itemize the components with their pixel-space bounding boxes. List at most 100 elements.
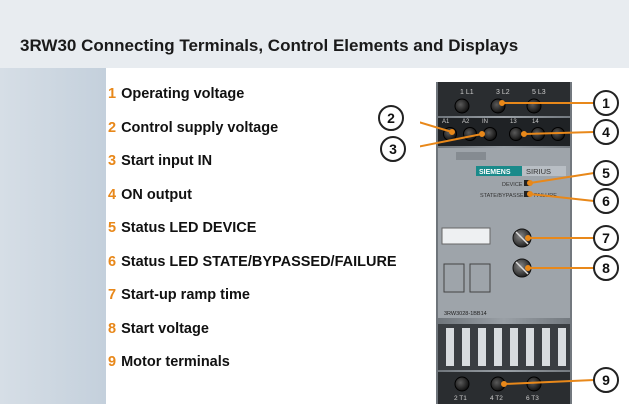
- label-window: [441, 227, 491, 245]
- terminal-label-in: IN: [482, 119, 488, 125]
- legend-number: 9: [108, 354, 117, 370]
- leader-line-5: [529, 172, 595, 184]
- callout-circle-9: [593, 367, 619, 393]
- brand-name: SIEMENS: [479, 169, 511, 176]
- legend-label: Operating voltage: [121, 86, 245, 102]
- legend-label: Control supply voltage: [121, 119, 279, 136]
- device-illustration: 1 L1 3 L2 5 L3 A1 A2 IN 13 1 4 SIEMENS SI…: [404, 68, 629, 404]
- callout-number-3: 3: [389, 141, 397, 157]
- pot-slot: [515, 231, 529, 245]
- callout-number-6: 6: [602, 193, 610, 209]
- led-device-label: DEVICE: [502, 182, 523, 188]
- vent-slot: [542, 328, 550, 366]
- cert-marks: [456, 152, 486, 160]
- vent-slot: [462, 328, 470, 366]
- screw-icon: [463, 127, 477, 141]
- vent-area: [438, 324, 570, 370]
- leader-line-9: [503, 379, 595, 385]
- screw-icon: [526, 376, 542, 392]
- callout-circle-6: [593, 188, 619, 214]
- page-title: 3RW30 Connecting Terminals, Control Elem…: [20, 36, 519, 55]
- callout-circle-5: [593, 160, 619, 186]
- vent-slot: [494, 328, 502, 366]
- legend-label: Motor terminals: [121, 354, 230, 370]
- legend-label: Start-up ramp time: [121, 287, 250, 303]
- pot-slot: [515, 261, 529, 275]
- legend-number: 2: [108, 119, 117, 136]
- screw-icon: [454, 376, 470, 392]
- brand-badge: [476, 166, 522, 176]
- callout-circle-4: [593, 119, 619, 145]
- soft-starter-svg: 1 L1 3 L2 5 L3 A1 A2 IN 13 1 4 SIEMENS SI…: [404, 82, 619, 404]
- callout-number-8: 8: [602, 260, 610, 276]
- legend-number: 8: [108, 320, 117, 337]
- callout-number-4: 4: [602, 124, 610, 140]
- legend-label: Start voltage: [121, 320, 209, 337]
- callout-number-9: 9: [602, 372, 610, 388]
- schematic-symbol-icon: [443, 263, 465, 293]
- terminal-label-a2: A2: [462, 119, 470, 125]
- legend-number: 5: [108, 220, 117, 236]
- vent-slot: [446, 328, 454, 366]
- screw-icon: [526, 98, 542, 114]
- legend-label: ON output: [121, 186, 192, 203]
- callout-circle-7: [593, 225, 619, 251]
- left-decor-band: [0, 68, 106, 404]
- leader-dot: [499, 100, 505, 106]
- control-terminal-strip: [438, 118, 570, 146]
- terminal-label-l3: 5 L3: [532, 89, 546, 96]
- terminal-label-13: 13: [510, 119, 517, 125]
- leader-line-3: [406, 133, 483, 150]
- series-name: SIRIUS: [526, 167, 551, 176]
- terminal-label-t2: 4 T2: [490, 395, 503, 402]
- callout-number-2: 2: [387, 110, 395, 126]
- legend-number: 3: [108, 153, 117, 169]
- screw-icon: [483, 127, 497, 141]
- schematic-symbol-icon: [469, 263, 491, 293]
- vent-slot: [478, 328, 486, 366]
- legend-number: 1: [108, 86, 117, 102]
- vent-slot: [558, 328, 566, 366]
- leader-dot: [527, 191, 533, 197]
- legend-label: Status LED DEVICE: [121, 220, 257, 236]
- callout-number-7: 7: [602, 230, 610, 246]
- model-number: 3RW3028-1BB14: [444, 311, 487, 317]
- leader-dot: [501, 381, 507, 387]
- callout-number-1: 1: [602, 95, 610, 111]
- left-callouts-svg: 2 3: [378, 105, 406, 162]
- terminal-label-a1: A1: [442, 119, 450, 125]
- terminal-label-l2: 3 L2: [496, 89, 510, 96]
- leader-line-4: [523, 131, 595, 135]
- leader-dot: [525, 235, 531, 241]
- callout-circle-8: [593, 255, 619, 281]
- terminal-label-t3: 6 T3: [526, 395, 539, 402]
- leader-dot: [521, 131, 527, 137]
- leader-line-6: [529, 193, 595, 202]
- screw-icon: [509, 127, 523, 141]
- leader-dot: [449, 129, 455, 135]
- vent-slot: [526, 328, 534, 366]
- leader-dot: [525, 265, 531, 271]
- legend-number: 7: [108, 287, 117, 303]
- led-state-label: STATE/BYPASSED: [480, 193, 528, 199]
- legend-number: 6: [108, 253, 117, 270]
- terminal-label-l1: 1 L1: [460, 89, 474, 96]
- leader-dot: [527, 180, 533, 186]
- header-bar: 3RW30 Connecting Terminals, Control Elem…: [0, 0, 629, 68]
- legend-number: 4: [108, 186, 117, 203]
- vent-slot: [510, 328, 518, 366]
- callout-circle-2: [378, 105, 404, 131]
- callout-circle-3: [380, 136, 406, 162]
- callout-circle-1: [593, 90, 619, 116]
- legend-label: Start input IN: [121, 153, 213, 169]
